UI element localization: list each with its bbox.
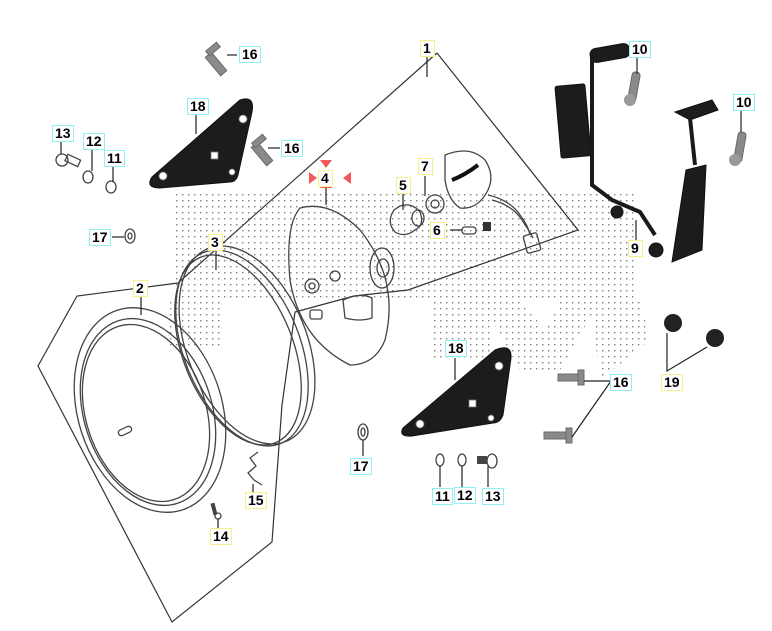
headlight-rim-part: [73, 307, 227, 513]
callout-5[interactable]: 5: [396, 177, 411, 194]
callout-11-bottom[interactable]: 11: [432, 488, 453, 505]
watermark-dot-pattern: [170, 190, 650, 380]
callout-14[interactable]: 14: [210, 528, 232, 545]
screw-part: [210, 502, 222, 520]
callout-11-top[interactable]: 11: [104, 150, 125, 167]
callout-13-bottom[interactable]: 13: [482, 488, 504, 505]
bulb-part: [389, 204, 425, 236]
callout-6[interactable]: 6: [430, 222, 445, 239]
hardware-bottom: [435, 453, 498, 469]
leader-19: [666, 333, 708, 373]
callout-18-top[interactable]: 18: [187, 98, 209, 115]
headlight-housing-part: [288, 205, 395, 366]
callout-12-top[interactable]: 12: [83, 133, 105, 150]
assembly-outline: [37, 52, 579, 623]
callout-18-bottom[interactable]: 18: [445, 340, 467, 357]
callout-13-top[interactable]: 13: [52, 125, 74, 142]
bolt-10-parts: [624, 71, 747, 166]
bolt-16-parts: [204, 41, 585, 444]
mounting-plate-top: [149, 98, 253, 189]
hardware-top: [55, 153, 117, 194]
callout-17-bottom[interactable]: 17: [350, 458, 372, 475]
leader-16d: [571, 380, 612, 438]
spring-part: [247, 451, 263, 486]
callout-16-mid[interactable]: 16: [281, 140, 303, 157]
callout-3[interactable]: 3: [208, 234, 223, 251]
callout-1[interactable]: 1: [420, 40, 435, 57]
callout-10-top[interactable]: 10: [629, 41, 651, 58]
callout-2[interactable]: 2: [133, 280, 148, 297]
callout-17-left[interactable]: 17: [89, 229, 111, 246]
callout-9[interactable]: 9: [628, 240, 643, 257]
headlight-bracket-part: [554, 43, 719, 263]
callout-16-bottom[interactable]: 16: [610, 374, 632, 391]
socket-harness-part: [425, 150, 542, 254]
mounting-plate-bottom: [401, 347, 512, 437]
callout-15[interactable]: 15: [245, 492, 267, 509]
callout-4[interactable]: 4: [318, 170, 333, 187]
callout-19[interactable]: 19: [661, 374, 683, 391]
callout-10-right[interactable]: 10: [733, 94, 755, 111]
callout-16-top[interactable]: 16: [239, 46, 261, 63]
callout-7[interactable]: 7: [418, 158, 433, 175]
grommet-19-parts: [664, 314, 724, 347]
callout-12-bottom[interactable]: 12: [454, 487, 476, 504]
